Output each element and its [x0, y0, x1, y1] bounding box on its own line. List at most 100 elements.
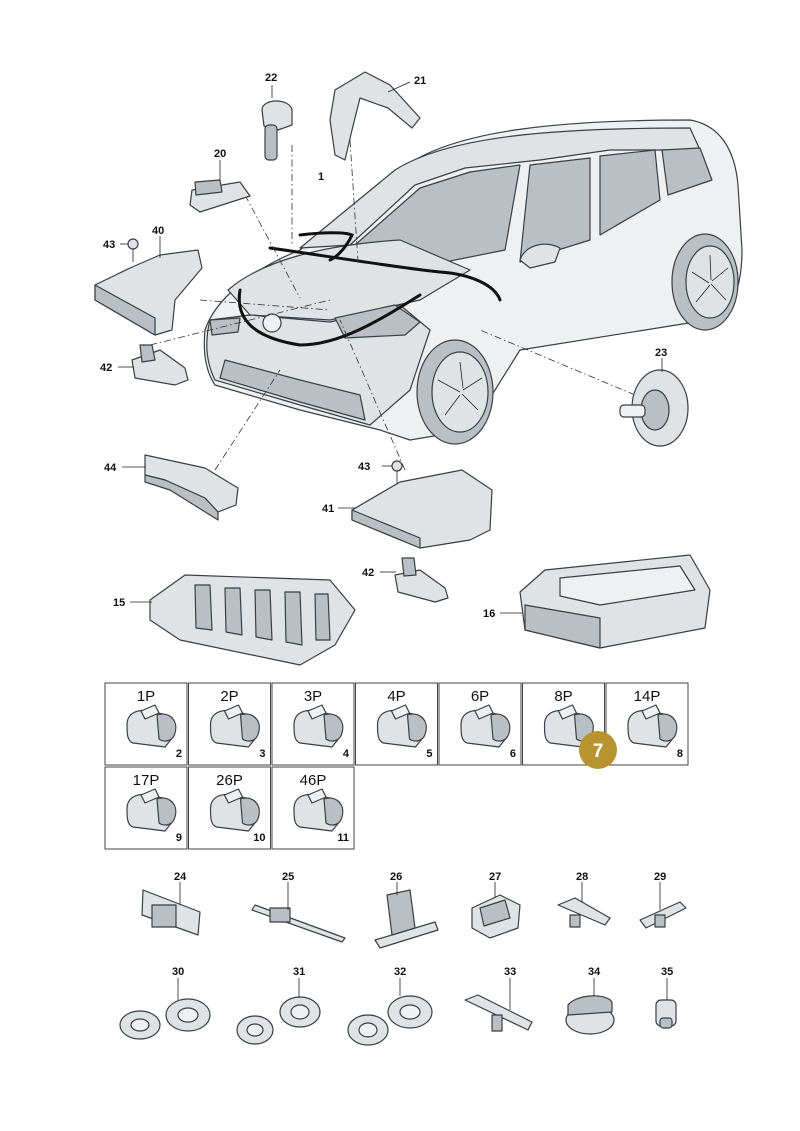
part-42-bracket-bottom — [380, 557, 449, 603]
connector-pin-count: 3P — [304, 688, 322, 705]
connector-cell[interactable]: 6P 6 — [438, 682, 522, 766]
connector-face-shape — [156, 713, 177, 742]
part-16-relay-box — [500, 554, 711, 649]
part-43-screw-bottom — [382, 460, 403, 484]
connector-cell[interactable]: 26P 10 — [188, 766, 271, 850]
callout-26: 26 — [390, 871, 402, 883]
part-21-bracket — [329, 71, 421, 161]
connector-latch-shape — [223, 788, 244, 804]
callout-1: 1 — [318, 171, 324, 183]
connector-item-number: 9 — [176, 832, 182, 844]
callout-40: 40 — [152, 225, 164, 237]
callout-25: 25 — [282, 871, 294, 883]
connector-face-shape — [156, 797, 177, 826]
part-41-trim-panel — [338, 469, 493, 549]
part-25-cable-tie — [251, 882, 346, 943]
part-43-screw-top — [120, 238, 139, 262]
connector-item-number: 3 — [259, 748, 265, 760]
connector-face-shape — [239, 713, 260, 742]
part-31-holder — [236, 978, 321, 1045]
callout-23: 23 — [655, 347, 667, 359]
connector-latch-shape — [474, 704, 494, 720]
connector-latch-shape — [140, 704, 160, 720]
part-26-bracket-clip — [374, 882, 439, 949]
connector-item-number: 2 — [176, 748, 182, 760]
part-24-clip — [141, 882, 201, 936]
connector-face-shape — [490, 713, 511, 742]
connector-latch-shape — [307, 788, 327, 804]
connector-latch-shape — [641, 704, 661, 720]
part-20-clip-strip — [189, 160, 251, 213]
connector-latch-shape — [140, 788, 160, 804]
connector-item-number: 5 — [426, 748, 432, 760]
callout-34: 34 — [588, 966, 601, 978]
part-28-clip — [557, 882, 611, 928]
callout-42-top: 42 — [100, 362, 112, 374]
connector-pin-count: 26P — [216, 772, 243, 789]
connector-pin-count: 14P — [634, 688, 661, 705]
connector-pin-count: 17P — [133, 772, 160, 789]
connector-item-number: 10 — [253, 832, 265, 844]
connector-item-number: 11 — [337, 832, 349, 844]
connector-latch-shape — [223, 704, 244, 720]
callout-32: 32 — [394, 966, 406, 978]
part-42-bracket-top — [118, 344, 189, 386]
connector-pin-count: 1P — [137, 688, 155, 705]
connector-pin-count: 8P — [554, 688, 572, 705]
connector-latch-shape — [307, 704, 327, 720]
highlight-badge-label: 7 — [593, 741, 604, 762]
callout-35: 35 — [661, 966, 673, 978]
part-35-plug — [655, 978, 677, 1029]
connector-cell[interactable]: 1P 2 — [104, 682, 188, 766]
part-32-holder — [347, 978, 433, 1046]
connector-face-shape — [657, 713, 678, 742]
connector-cell[interactable]: 2P 3 — [188, 682, 271, 766]
connector-cell[interactable]: 3P 4 — [271, 682, 355, 766]
connector-item-number: 4 — [343, 748, 350, 760]
part-33-clip — [464, 978, 533, 1032]
connector-face-shape — [406, 713, 427, 742]
part-34-cap — [565, 978, 615, 1035]
connector-pin-count: 6P — [471, 688, 489, 705]
connector-latch-shape — [390, 704, 411, 720]
connector-cell[interactable]: 4P 5 — [355, 682, 438, 766]
callout-15: 15 — [113, 597, 125, 609]
connector-face-shape — [323, 797, 344, 826]
part-15-fuse-carrier — [130, 574, 356, 666]
part-29-clip — [639, 882, 687, 929]
callout-44: 44 — [104, 462, 117, 474]
connector-pin-count: 46P — [300, 772, 327, 789]
small-parts-row-1: 24 25 26 27 28 29 — [141, 871, 687, 949]
highlight-badge[interactable]: 7 — [579, 731, 617, 769]
callout-42-bottom: 42 — [362, 567, 374, 579]
part-23-grommet — [619, 358, 689, 447]
callout-43-bottom: 43 — [358, 461, 370, 473]
connector-pin-count: 4P — [387, 688, 405, 705]
small-parts-row-2: 30 31 32 33 34 35 — [119, 966, 677, 1046]
connector-face-shape — [323, 713, 344, 742]
callout-33: 33 — [504, 966, 516, 978]
car-illustration — [149, 119, 743, 471]
callout-20: 20 — [214, 148, 226, 160]
callout-29: 29 — [654, 871, 666, 883]
connector-face-shape — [239, 797, 260, 826]
connector-pin-count: 2P — [220, 688, 238, 705]
callout-31: 31 — [293, 966, 305, 978]
part-40-trim-panel — [94, 236, 203, 336]
connector-cell[interactable]: 46P 11 — [271, 766, 355, 850]
connector-item-number: 6 — [510, 748, 516, 760]
callout-21: 21 — [414, 75, 426, 87]
callout-22: 22 — [265, 72, 277, 84]
connector-latch-shape — [557, 704, 578, 720]
callout-30: 30 — [172, 966, 184, 978]
connector-cell[interactable]: 17P 9 — [104, 766, 188, 850]
callout-28: 28 — [576, 871, 588, 883]
callout-16: 16 — [483, 608, 495, 620]
callout-43-top: 43 — [103, 239, 115, 251]
car-callout-labels: 1 20 21 22 23 40 41 42 42 43 43 44 15 16 — [100, 72, 667, 620]
callout-41: 41 — [322, 503, 334, 515]
callout-24: 24 — [174, 871, 187, 883]
part-44-trim-piece — [122, 454, 239, 521]
